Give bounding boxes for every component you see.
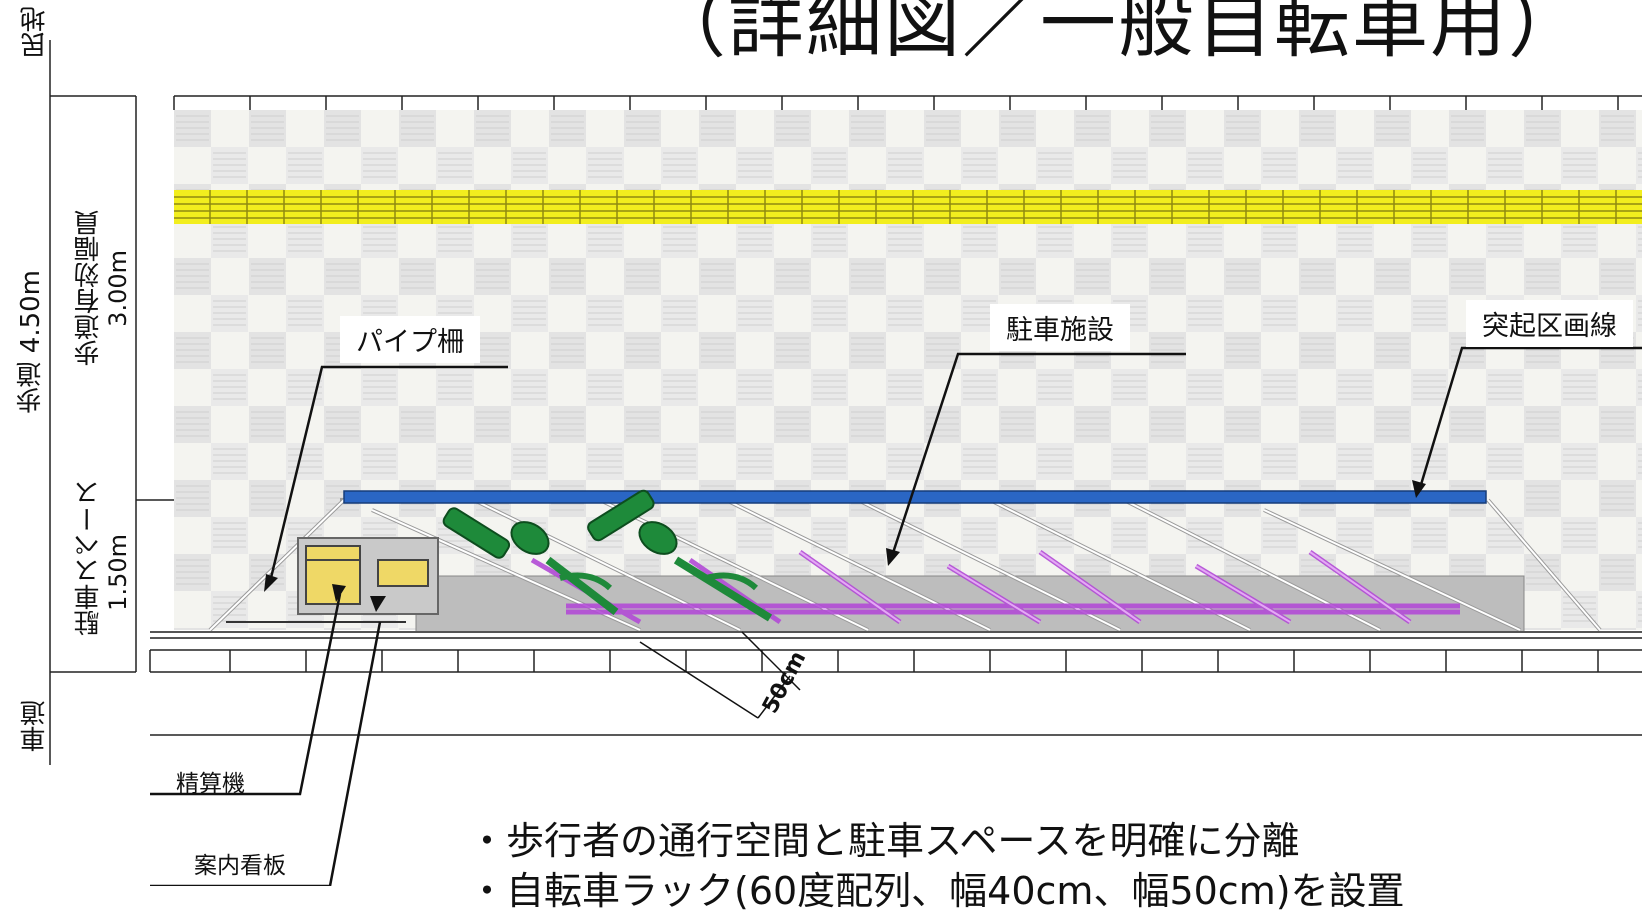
label-roadway: 車道 [20, 700, 50, 752]
boundary-lines [49, 40, 1642, 765]
callout-pay-machine: 精算機 [176, 771, 245, 797]
pay-machine-box [297, 537, 439, 615]
callout-guide-sign: 案内看板 [194, 853, 286, 879]
notes: ・歩行者の通行空間と駐車スペースを明確に分離 ・自転車ラック(60度配列、幅40… [468, 816, 1405, 916]
label-parking-space: 駐車スペース [74, 480, 104, 636]
callout-parking-facility: 駐車施設 [990, 304, 1130, 351]
label-effective-width-value: 3.00m [104, 250, 132, 327]
tactile-paving-strip [174, 190, 1642, 224]
note-item: ・歩行者の通行空間と駐車スペースを明確に分離 [468, 819, 1300, 863]
callout-pipe-fence: パイプ柵 [340, 316, 480, 363]
bicycles [442, 489, 773, 622]
leader-arrows [264, 480, 1426, 612]
callout-raised-line: 突起区画線 [1466, 300, 1633, 347]
callout-leaders [150, 346, 1642, 886]
label-private-land: 民地 [20, 6, 50, 58]
plan-drawing [49, 40, 1642, 886]
raised-line-bar [343, 490, 1487, 504]
label-sidewalk: 歩道 4.50m [16, 270, 46, 414]
curb-bottom [150, 631, 1642, 639]
label-effective-width: 歩道有効幅員 [74, 210, 104, 366]
dimension-lines [639, 631, 801, 719]
curb-top [173, 96, 1619, 110]
note-item: ・自転車ラック(60度配列、幅40cm、幅50cm)を設置 [468, 869, 1405, 913]
page-title: （詳細図／一般自転車用） [650, 0, 1586, 68]
label-parking-space-value: 1.50m [104, 534, 132, 611]
